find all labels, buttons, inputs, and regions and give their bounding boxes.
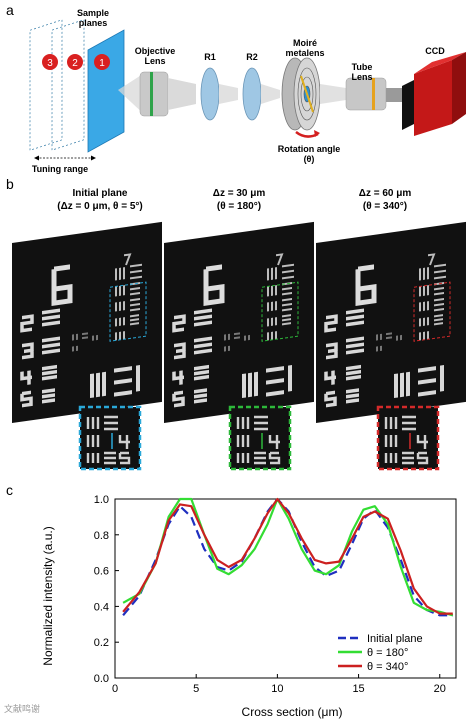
- legend-label-180: θ = 180°: [367, 647, 408, 659]
- sample-plane-2: [51, 19, 85, 151]
- x-tick-label: 0: [112, 683, 118, 695]
- y-tick-label: 0.8: [94, 530, 109, 542]
- objective-lens: [139, 71, 169, 117]
- sample-plane-3: [29, 19, 63, 151]
- caption-line1: Δz = 60 μm: [358, 188, 412, 199]
- caption-line2: (θ = 340°): [362, 200, 408, 212]
- tuning-range-label: Tuning range: [31, 164, 89, 174]
- plane-marker-3: [42, 54, 58, 70]
- ccd-label: CCD: [425, 46, 445, 56]
- image-initial-plane: [12, 222, 162, 423]
- watermark: 文献鸣谢: [4, 705, 41, 715]
- caption-initial-plane: Initial plane (Δz = 0 μm, θ = 5°): [40, 188, 160, 213]
- panel-label-a: a: [6, 2, 14, 18]
- series-line-1: [122, 497, 454, 617]
- caption-dz-30: Δz = 30 μm (θ = 180°): [184, 188, 294, 213]
- plane-number-1: 1: [99, 58, 105, 69]
- intensity-chart: 0 5 10 15 20 0.0 0.2 0.4 0.6 0.8 1.0 Normalized in…: [41, 494, 457, 719]
- image-dz-30: [164, 222, 314, 423]
- panel-label-b: b: [6, 176, 14, 192]
- y-tick-label: 0.6: [94, 566, 109, 578]
- relay-lens-r1: [200, 67, 220, 121]
- caption-line1: Initial plane: [72, 188, 128, 199]
- light-cone: [118, 72, 146, 116]
- caption-dz-60: Δz = 60 μm (θ = 340°): [330, 188, 440, 213]
- plane-marker-2: [67, 54, 83, 70]
- setup-schematic: 3 2 1: [29, 19, 466, 161]
- relay-lens-r2: [242, 67, 262, 121]
- ccd-camera: [402, 52, 466, 136]
- legend: Initial plane θ = 180° θ = 340°: [338, 633, 423, 673]
- x-tick-label: 20: [434, 683, 446, 695]
- x-tick-label: 10: [271, 683, 283, 695]
- imaging-results: [0, 205, 470, 471]
- plot-area: [114, 498, 457, 679]
- objective-lens-label: Objective Lens: [134, 46, 176, 67]
- series-line-2: [122, 497, 453, 615]
- image-dz-60: [316, 222, 466, 423]
- moire-metalens: [281, 57, 321, 131]
- inset-initial-plane: [78, 405, 142, 471]
- inset-dz-30: [228, 405, 292, 471]
- panel-label-c: c: [6, 482, 13, 498]
- inset-dz-60: [376, 405, 440, 471]
- tube-lens: [345, 77, 387, 111]
- y-tick-label: 0.2: [94, 637, 109, 649]
- r2-label: R2: [246, 52, 258, 62]
- sample-planes-label: Sample planes: [76, 8, 109, 29]
- x-tick-label: 15: [352, 683, 364, 695]
- caption-line1: Δz = 30 μm: [212, 188, 266, 199]
- y-tick-label: 0.0: [94, 673, 109, 685]
- y-tick-label: 1.0: [94, 494, 109, 506]
- tube-lens-label: Tube Lens: [351, 62, 373, 83]
- caption-line2: (θ = 180°): [216, 200, 262, 212]
- plane-marker-1: [94, 54, 110, 70]
- rotation-angle-label: Rotation angle (θ): [277, 144, 341, 165]
- caption-line2: (Δz = 0 μm, θ = 5°): [57, 200, 143, 212]
- x-axis-label: Cross section (μm): [242, 705, 343, 719]
- plane-number-3: 3: [47, 58, 53, 69]
- moire-metalens-label: Moiré metalens: [285, 38, 325, 59]
- sample-plane-1: [87, 29, 125, 153]
- plane-number-2: 2: [72, 58, 78, 69]
- y-axis-label: Normalized intensity (a.u.): [41, 526, 55, 665]
- legend-label-340: θ = 340°: [367, 661, 408, 673]
- legend-label-initial: Initial plane: [367, 633, 423, 645]
- r1-label: R1: [204, 52, 216, 62]
- x-tick-label: 5: [193, 683, 199, 695]
- y-tick-label: 0.4: [94, 601, 109, 613]
